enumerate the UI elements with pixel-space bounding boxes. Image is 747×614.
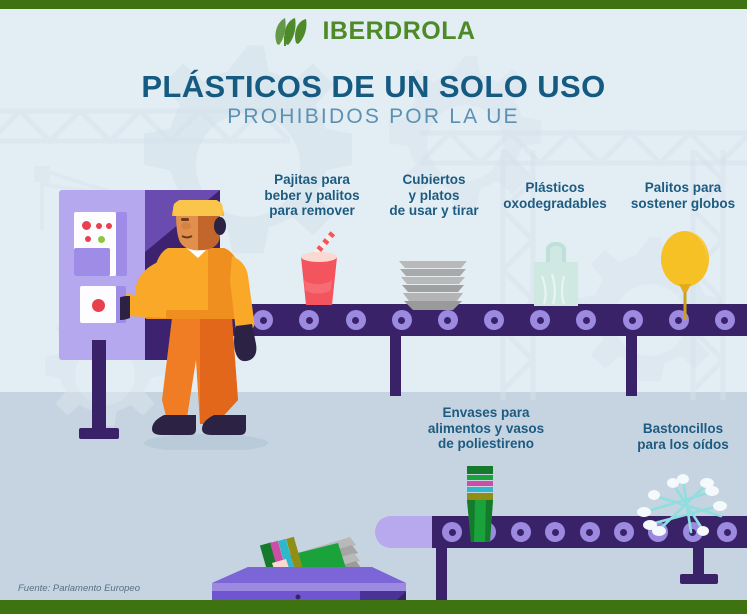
panel-screen: [116, 212, 127, 276]
belt-roller: [613, 522, 634, 542]
label-line: Palitos para: [644, 180, 722, 195]
belt-leg: [92, 340, 106, 435]
belt-roller: [682, 522, 703, 542]
belt-roller: [442, 522, 462, 542]
label-line: Pajitas para: [274, 172, 350, 187]
cotton-swabs-icon: [637, 474, 727, 536]
label-line: alimentos y vasos: [427, 420, 545, 436]
label-line: Bastoncillos: [642, 421, 724, 436]
iberdrola-leaves-logo-icon: [275, 18, 307, 46]
belt-roller: [253, 310, 274, 330]
belt-leg: [436, 548, 447, 614]
top-accent-bar: [0, 0, 747, 9]
label-line: Cubiertos: [402, 172, 466, 187]
stacked-green-cups-icon: [467, 466, 493, 542]
waste-bin: [210, 505, 410, 614]
factory-worker-illustration-icon: [105, 196, 268, 452]
indicator-light-green[interactable]: [98, 236, 105, 243]
brand-name: IBERDROLA: [322, 16, 476, 45]
belt-roller: [717, 522, 737, 542]
indicator-light-red[interactable]: [106, 223, 112, 229]
belt-roller: [530, 310, 551, 330]
belt-leg-foot: [680, 574, 718, 584]
belt-roller: [299, 310, 320, 330]
belt-leg-foot: [79, 428, 119, 439]
item-label-bastoncillos: Bastoncillos para los oídos: [623, 421, 743, 452]
belt-roller: [391, 310, 412, 330]
panel-display: [74, 248, 110, 276]
belt-roller: [579, 522, 600, 542]
stacked-plates-icon: [399, 261, 467, 310]
belt-leg: [390, 336, 401, 396]
belt-roller: [714, 310, 735, 330]
belt-roller: [545, 522, 566, 542]
item-label-pajitas: Pajitas para beber y palitos para remove…: [252, 172, 372, 219]
belt-roller: [345, 310, 366, 330]
belt-surface: [195, 304, 747, 336]
item-label-cubiertos: Cubiertos y platos de usar y tirar: [377, 172, 491, 219]
belt-roller: [484, 310, 505, 330]
waste-bin-with-plastics-icon: [212, 536, 406, 614]
page-title: PLÁSTICOS DE UN SOLO USO: [141, 69, 606, 104]
label-line: para remover: [269, 203, 355, 218]
factory-worker: [105, 196, 320, 455]
label-line: y platos: [408, 187, 460, 203]
background-lattice-beam: [0, 108, 290, 144]
plastic-bag-icon: [534, 242, 578, 306]
item-label-envases: Envases para alimentos y vasos de polies…: [424, 405, 548, 452]
drink-cup-with-straw-icon: [301, 231, 337, 305]
belt-roller: [622, 310, 643, 330]
label-line: beber y palitos: [264, 187, 360, 203]
belt-roller: [510, 522, 531, 542]
label-line: de poliestireno: [437, 436, 535, 451]
label-line: de usar y tirar: [389, 203, 479, 218]
label-line: Plásticos: [525, 180, 585, 195]
label-line: sostener globos: [630, 195, 736, 211]
source-note: Fuente: Parlamento Europeo: [18, 583, 140, 594]
brand-logo: IBERDROLA: [0, 16, 747, 46]
label-line: oxodegradables: [503, 195, 607, 211]
label-line: para los oídos: [637, 436, 729, 452]
indicator-light-red[interactable]: [96, 223, 102, 229]
indicator-light-red[interactable]: [82, 221, 91, 230]
emergency-stop-button[interactable]: [92, 299, 105, 312]
balloon-on-stick-icon: [661, 230, 709, 320]
belt-roller: [576, 310, 597, 330]
item-label-oxodegradables: Plásticos oxodegradables: [495, 180, 615, 211]
label-line: Envases para: [442, 405, 530, 420]
background-lattice-beam: [500, 150, 536, 400]
item-label-globos: Palitos para sostener globos: [623, 180, 743, 211]
indicator-light-red[interactable]: [85, 236, 91, 242]
belt-leg: [693, 548, 704, 578]
bottom-accent-bar: [0, 600, 747, 614]
belt-leg: [626, 336, 637, 396]
page-subtitle: PROHIBIDOS POR LA UE: [227, 105, 520, 128]
belt-roller: [437, 310, 458, 330]
